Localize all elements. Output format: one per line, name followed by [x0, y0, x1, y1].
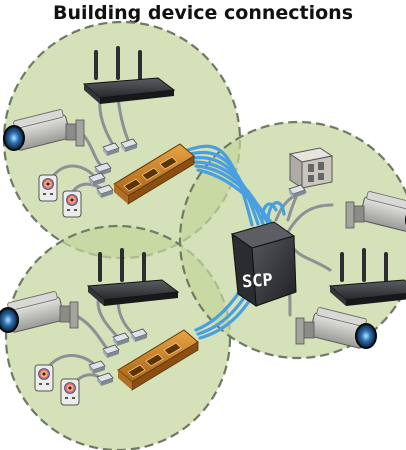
remote-icon: [38, 174, 58, 202]
trunk-cables: [186, 144, 286, 340]
remote-icon: [34, 364, 54, 392]
remote-icon: [60, 378, 80, 406]
diagram-title: Building device connections: [52, 2, 354, 24]
hub-icon: SCP: [230, 221, 297, 307]
hub-label: SCP: [241, 270, 273, 292]
remote-icon: [62, 190, 82, 218]
access-panel-icon: [288, 147, 334, 189]
